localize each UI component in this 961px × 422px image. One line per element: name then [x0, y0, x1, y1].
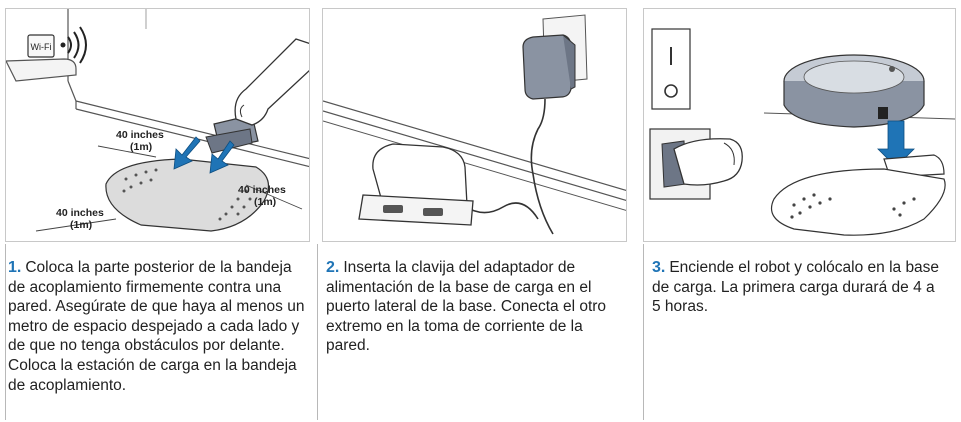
robot-vacuum-icon: [783, 54, 925, 128]
dim-label-left: 40 inches: [56, 207, 104, 219]
docking-tray-illustration: Wi-Fi 40 inches (1m) 40 inches (1m): [6, 9, 309, 232]
illustration-panel-power: [322, 8, 627, 242]
column-divider: [643, 244, 644, 420]
power-adapter-illustration: [323, 14, 626, 235]
power-switch-icon: [651, 28, 691, 110]
illustration-panel-placement: Wi-Fi 40 inches (1m) 40 inches (1m): [5, 8, 310, 242]
robot-docking-illustration: [649, 28, 955, 236]
dim-label-top-m: (1m): [130, 141, 152, 153]
step-3-text: 3.Enciende el robot y colócalo en la bas…: [652, 258, 942, 317]
wifi-label: Wi-Fi: [31, 42, 52, 52]
step-number: 2.: [326, 259, 340, 276]
column-divider: [5, 244, 6, 420]
dim-label-top: 40 inches: [116, 129, 164, 141]
charging-base-icon: [358, 143, 474, 226]
step-1-text: 1.Coloca la parte posterior de la bandej…: [8, 258, 308, 395]
wifi-router-icon: Wi-Fi: [27, 26, 87, 64]
power-adapter-icon: [522, 34, 576, 100]
column-divider: [317, 244, 318, 420]
step-description: Coloca la parte posterior de la bandeja …: [8, 259, 305, 394]
step-number: 1.: [8, 259, 22, 276]
step-description: Inserta la clavija del adaptador de alim…: [326, 259, 607, 355]
step-2-text: 2.Inserta la clavija del adaptador de al…: [326, 258, 626, 356]
step-number: 3.: [652, 259, 666, 276]
illustration-panel-robot: [643, 8, 956, 242]
dim-label-right: 40 inches: [238, 184, 286, 196]
dim-label-right-m: (1m): [254, 196, 276, 208]
step-description: Enciende el robot y colócalo en la base …: [652, 259, 940, 316]
dim-label-left-m: (1m): [70, 219, 92, 231]
